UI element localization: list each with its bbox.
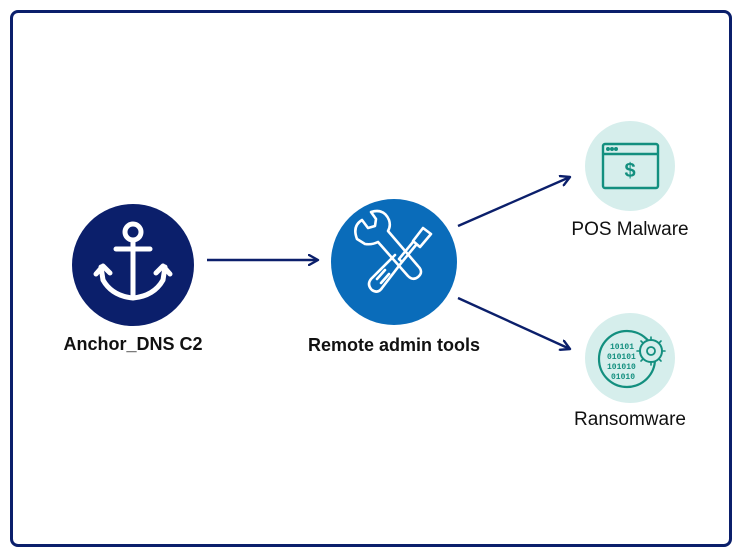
node-anchor-dns [72,204,194,326]
anchor-icon [93,221,173,301]
edge-remote-to-pos [457,177,570,228]
ransomware-label: Ransomware [574,409,686,430]
pos-terminal-icon: $ [601,142,660,190]
node-remote-admin-tools [331,199,457,325]
svg-text:010101: 010101 [607,353,636,362]
diagram-border [10,10,732,547]
remote-admin-tools-label: Remote admin tools [307,335,481,355]
svg-text:01010: 01010 [611,373,635,382]
svg-text:$: $ [624,160,635,182]
edge-remote-to-ransomware [457,296,570,349]
node-pos-malware: $ [585,121,675,211]
anchor-dns-label: Anchor_DNS C2 [63,334,203,354]
pos-malware-label: POS Malware [571,219,689,240]
binary-virus-icon: 10101 010101 101010 01010 [597,329,666,389]
wrench-screwdriver-icon [354,209,433,293]
svg-text:10101: 10101 [610,343,634,352]
svg-text:101010: 101010 [607,363,636,372]
node-ransomware: 10101 010101 101010 01010 [585,313,675,403]
